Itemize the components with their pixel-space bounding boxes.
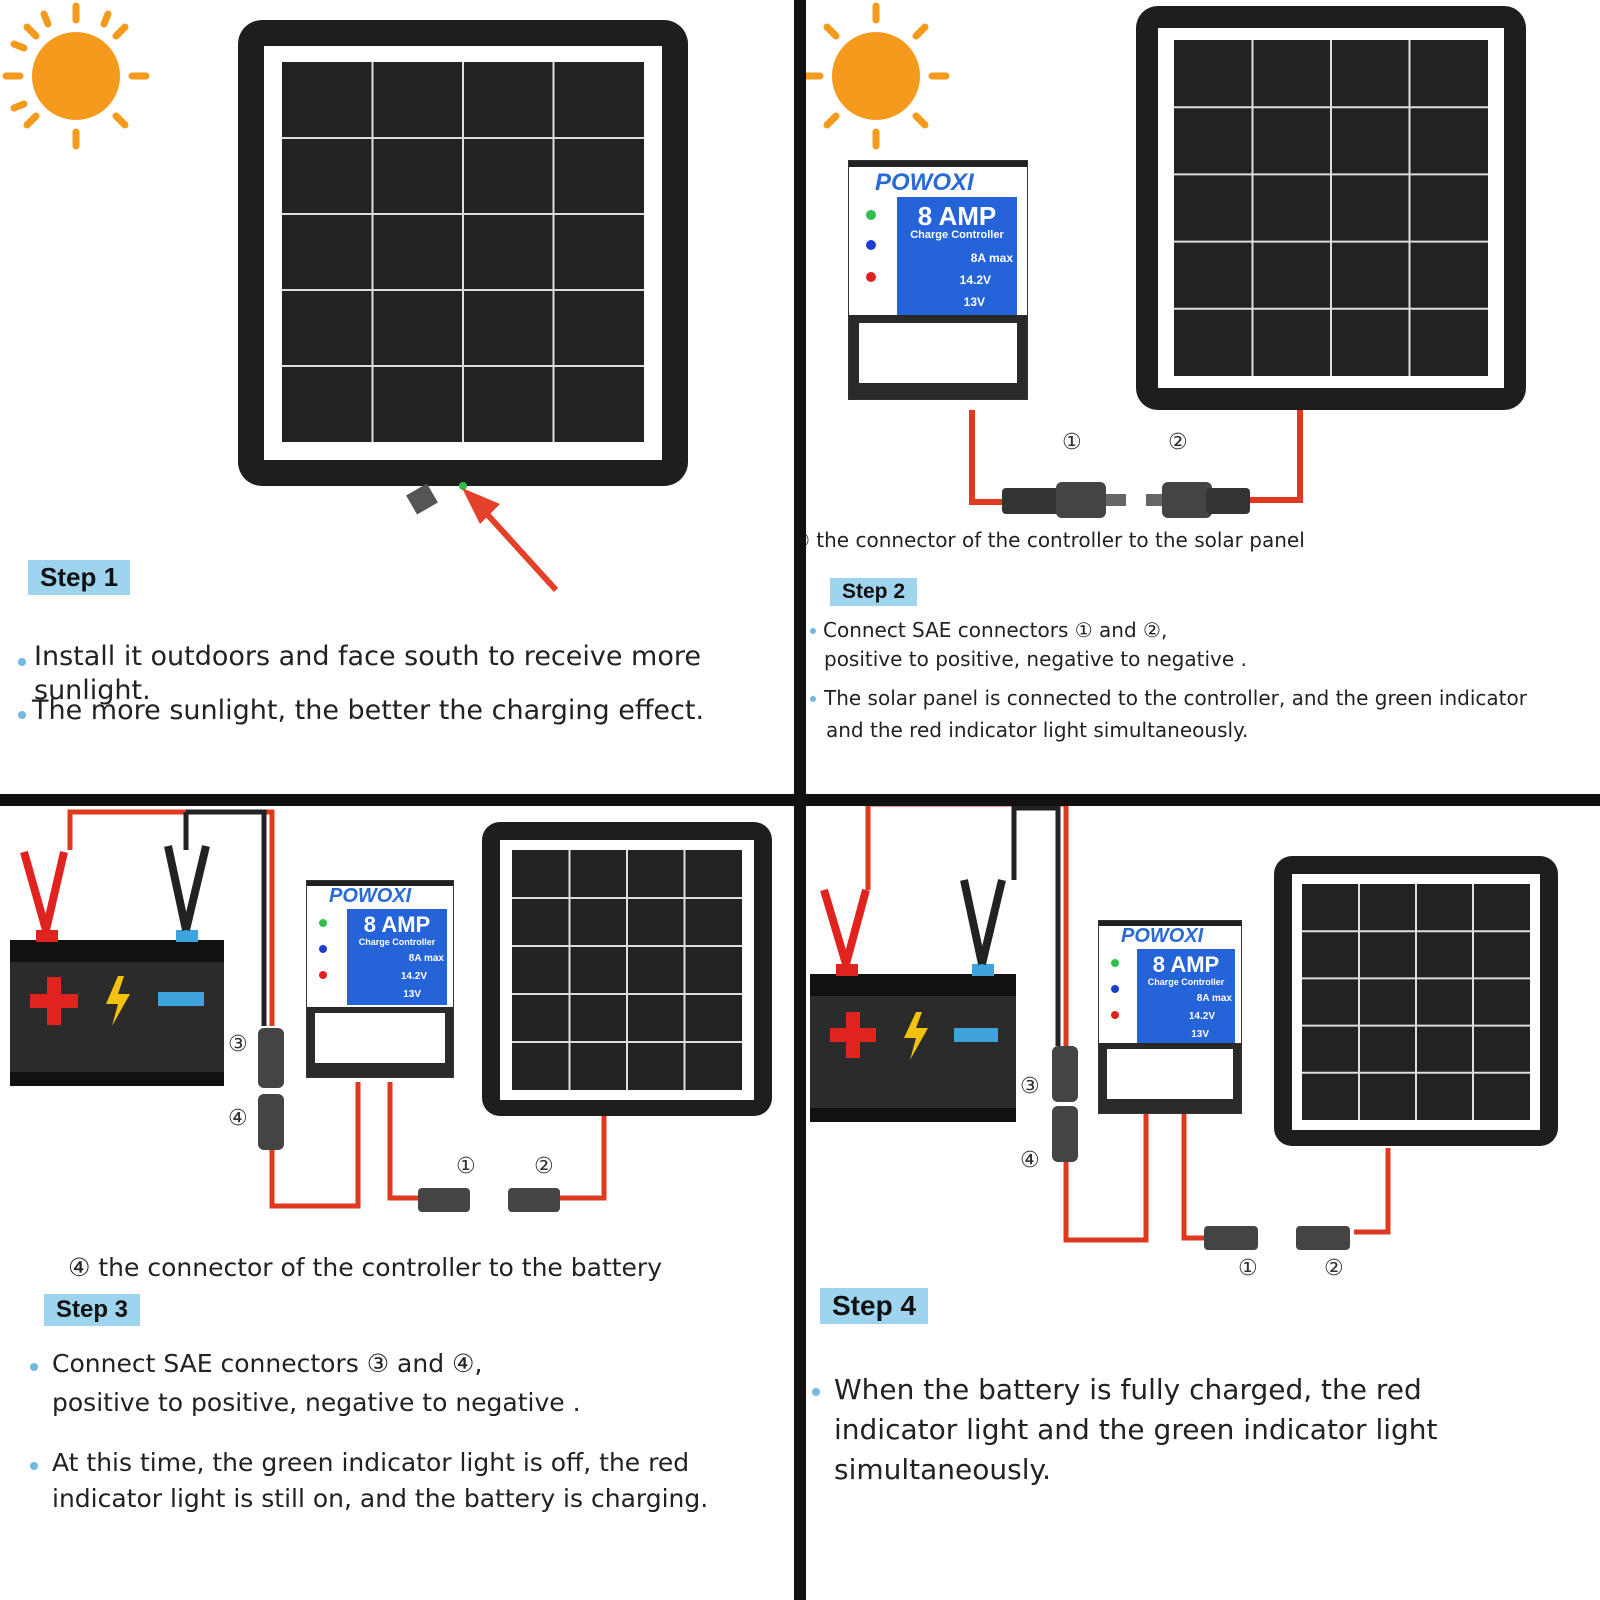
connector-label-3: ③ — [228, 1032, 248, 1057]
charge-controller: POWOXI 8 AMP Charge Controller 8A max 14… — [1098, 920, 1242, 1114]
bullet-dot — [18, 711, 26, 719]
connector-label-2: ② — [1324, 1256, 1344, 1281]
connector-label-2: ② — [1168, 430, 1188, 455]
sae-connector-4 — [258, 1094, 284, 1150]
step3-title: Step 3 — [44, 1294, 141, 1326]
blue-indicator-icon — [319, 945, 327, 953]
step2-bullet-2-line-1: The solar panel is connected to the cont… — [824, 686, 1527, 710]
step1-panel: Step 1 Install it outdoors and face sout… — [0, 0, 794, 794]
controller-brand: POWOXI — [329, 885, 412, 907]
connector-label-2: ② — [534, 1154, 554, 1179]
bullet-dot — [30, 1462, 38, 1470]
connector-label-1: ① — [1238, 1256, 1258, 1281]
connector-label-4: ④ — [1020, 1148, 1040, 1173]
connection-wires — [67, 809, 607, 1209]
controller-label: 8 AMP Charge Controller 8A max 14.2V 13V — [347, 909, 447, 1005]
step2-note: ① the connector of the controller to the… — [806, 528, 1305, 552]
step3-panel: POWOXI 8 AMP Charge Controller 8A max 14… — [0, 806, 794, 1600]
step4-bullet-1-line-1: When the battery is fully charged, the r… — [834, 1373, 1422, 1406]
step2-illustration — [806, 2, 1526, 518]
controller-base — [307, 1007, 453, 1077]
step2-bullet-1-line-1: Connect SAE connectors ① and ②, — [823, 618, 1168, 642]
step4-bullet-1-line-3: simultaneously. — [834, 1453, 1051, 1486]
indicator-lights — [866, 210, 876, 282]
sae-connector-3 — [258, 1028, 284, 1088]
controller-label: 8 AMP Charge Controller 8A max 14.2V 13V — [1137, 949, 1235, 1043]
indicator-lights — [1111, 959, 1119, 1019]
step4-panel: POWOXI 8 AMP Charge Controller 8A max 14… — [806, 806, 1600, 1600]
red-indicator-icon — [319, 971, 327, 979]
connection-wires — [969, 410, 1303, 505]
battery-icon — [810, 964, 1016, 1122]
step4-title: Step 4 — [820, 1288, 929, 1324]
red-indicator-icon — [1111, 1011, 1119, 1019]
sae-connector-3 — [1052, 1046, 1078, 1102]
step1-title: Step 1 — [28, 560, 131, 595]
battery-clamps — [20, 845, 210, 932]
battery-clamps — [820, 879, 1006, 966]
charge-controller: POWOXI 8 AMP Charge Controller 8A max 14… — [848, 160, 1028, 400]
controller-base — [849, 315, 1027, 399]
controller-brand: POWOXI — [1121, 925, 1204, 947]
sae-connector-2 — [1146, 482, 1250, 518]
step2-title: Step 2 — [830, 578, 918, 606]
solar-panel — [482, 822, 772, 1116]
step1-bullet-1: Install it outdoors and face south to re… — [34, 641, 701, 706]
connection-wires — [865, 806, 1391, 1243]
charge-controller: POWOXI 8 AMP Charge Controller 8A max 14… — [306, 880, 454, 1078]
step1-bullet-2: The more sunlight, the better the chargi… — [32, 695, 705, 726]
step2-panel: POWOXI 8 AMP Charge Controller 8A max 14… — [806, 0, 1600, 794]
bullet-dot — [810, 696, 816, 702]
bullet-dot — [810, 628, 816, 634]
red-indicator-icon — [866, 272, 876, 282]
step2-bullet-1-line-2: positive to positive, negative to negati… — [824, 647, 1247, 671]
green-indicator-icon — [866, 210, 876, 220]
blue-indicator-icon — [1111, 985, 1119, 993]
sun-icon — [2, 2, 150, 150]
connector-label-1: ① — [1062, 430, 1082, 455]
solar-panel — [238, 20, 688, 515]
indicator-lights — [319, 919, 327, 979]
pointer-arrow — [462, 488, 559, 593]
bullet-dot — [812, 1388, 820, 1396]
step3-note: ④ the connector of the controller to the… — [68, 1253, 663, 1282]
horizontal-divider — [0, 794, 1600, 806]
connector-label-4: ④ — [228, 1106, 248, 1131]
sun-icon — [806, 2, 950, 150]
bullet-dot — [30, 1363, 38, 1371]
step2-bullet-2-line-2: and the red indicator light simultaneous… — [826, 718, 1249, 742]
battery-icon — [10, 930, 224, 1086]
step1-illustration — [2, 2, 688, 593]
controller-base — [1099, 1043, 1241, 1113]
sae-connector-2 — [1296, 1226, 1350, 1250]
step4-bullet-1-line-2: indicator light and the green indicator … — [834, 1413, 1438, 1446]
sae-connector-1 — [418, 1188, 470, 1212]
solar-panel — [1274, 856, 1558, 1146]
controller-label: 8 AMP Charge Controller 8A max 14.2V 13V — [897, 197, 1017, 315]
sae-connector-4 — [1052, 1106, 1078, 1162]
bullet-dot — [18, 658, 26, 666]
step3-bullet-2-line-1: At this time, the green indicator light … — [52, 1448, 690, 1477]
green-indicator-icon — [319, 919, 327, 927]
step4-illustration — [810, 806, 1558, 1250]
blue-indicator-icon — [866, 240, 876, 250]
step3-illustration — [10, 809, 772, 1212]
sae-connector-1 — [1002, 482, 1126, 518]
green-indicator-icon — [1111, 959, 1119, 967]
step3-bullet-1-line-2: positive to positive, negative to negati… — [52, 1388, 581, 1417]
sae-connector-2 — [508, 1188, 560, 1212]
step3-bullet-1-line-1: Connect SAE connectors ③ and ④, — [52, 1349, 483, 1378]
solar-panel — [1136, 6, 1526, 410]
connector-label-3: ③ — [1020, 1074, 1040, 1099]
step3-bullet-2-line-2: indicator light is still on, and the bat… — [52, 1484, 709, 1513]
sae-connector-1 — [1204, 1226, 1258, 1250]
controller-brand: POWOXI — [875, 169, 974, 196]
connector-label-1: ① — [456, 1154, 476, 1179]
